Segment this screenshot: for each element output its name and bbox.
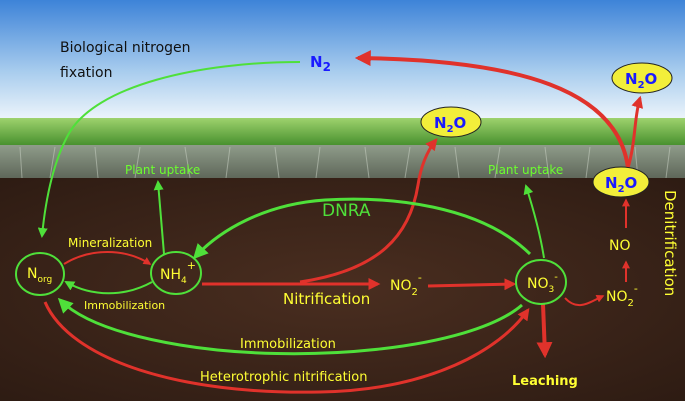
heterotrophic-nitrification-label: Heterotrophic nitrification xyxy=(200,370,367,385)
soil xyxy=(0,178,685,401)
no3-node-shape xyxy=(515,259,567,305)
bnf-label-line1: Biological nitrogen xyxy=(60,40,191,56)
n2o-top-node: N2O xyxy=(625,70,657,91)
n2o-mid-node-shape xyxy=(420,106,482,138)
n2o-top-node-shape xyxy=(611,62,673,94)
immobilization-small-label: Immobilization xyxy=(84,299,165,312)
plant-uptake-left-arrow xyxy=(153,180,165,255)
n2o-to-n2-arrow xyxy=(354,50,630,169)
root-band xyxy=(0,145,685,180)
root-lines xyxy=(19,146,671,179)
n2o-right-node-shape xyxy=(592,166,650,198)
nh4-node: NH4+ xyxy=(160,259,196,286)
mineralization-label: Mineralization xyxy=(68,236,152,250)
n2o-to-atmosphere-arrow xyxy=(626,95,643,169)
immobilization-long-label: Immobilization xyxy=(240,337,336,352)
grass-band xyxy=(0,118,685,148)
dnra-label: DNRA xyxy=(322,201,371,221)
plant-uptake-right-label: Plant uptake xyxy=(488,163,563,177)
n2-node: N2 xyxy=(310,53,331,74)
bnf-label-line2: fixation xyxy=(60,65,113,81)
no2-to-no3-arrow xyxy=(427,278,517,291)
heterotrophic-nitrification-arrow xyxy=(43,301,530,394)
plant-uptake-left-label: Plant uptake xyxy=(125,163,200,177)
no-node: NO xyxy=(609,238,631,254)
leaching-label: Leaching xyxy=(512,374,578,389)
nitrification-to-n2o-arrow xyxy=(299,138,438,284)
bnf-arrow xyxy=(37,61,301,238)
immobilization-small-arrow xyxy=(64,281,153,295)
nh4-node-shape xyxy=(150,251,202,295)
nitrification-label: Nitrification xyxy=(283,290,370,308)
plant-uptake-right-arrow xyxy=(523,184,545,259)
no3-to-no2-arrow xyxy=(564,295,605,307)
no2-mid-node: NO2- xyxy=(390,271,422,298)
leaching-arrow xyxy=(536,303,553,359)
norg-node: Norg xyxy=(27,266,52,285)
norg-node-shape xyxy=(15,252,65,296)
denitrification-label: Denitrification xyxy=(661,190,679,296)
no3-node: NO3- xyxy=(527,272,558,295)
dnra-arrow xyxy=(192,197,532,260)
mineralization-arrow xyxy=(63,251,152,265)
immobilization-long-arrow xyxy=(57,297,523,356)
n2o-right-node: N2O xyxy=(605,174,637,195)
sky xyxy=(0,0,685,120)
n2o-mid-node: N2O xyxy=(434,114,466,135)
no2-right-node: NO2- xyxy=(606,282,638,309)
